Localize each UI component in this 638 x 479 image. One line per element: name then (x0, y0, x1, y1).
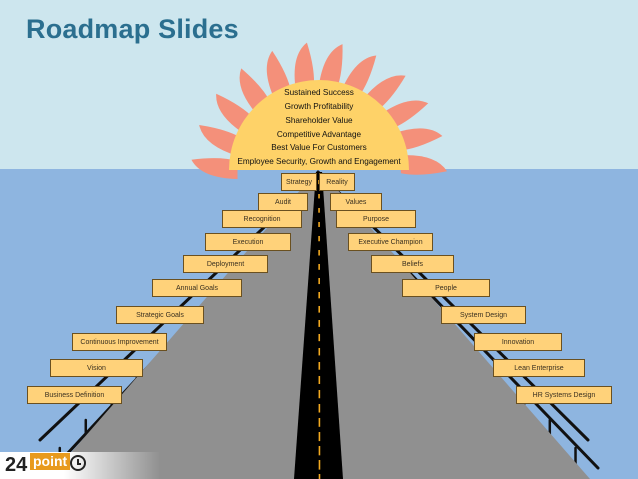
slide-title: Roadmap Slides (26, 14, 239, 44)
road-label-right: Purpose (336, 210, 416, 228)
road-label-right: Reality (319, 173, 355, 191)
sun-ray (399, 155, 447, 175)
road-label-left: Strategy (281, 173, 317, 191)
road-label-right: Values (330, 193, 382, 211)
road-label-left: Recognition (222, 210, 302, 228)
logo-number: 24 (5, 454, 28, 476)
sun-line-employee-security: Employee Security, Growth and Engagement (237, 157, 401, 166)
sun-ray (318, 44, 343, 90)
road-label-left: Deployment (183, 255, 268, 273)
road-label-left: Business Definition (27, 386, 122, 404)
road-label-right: Beliefs (371, 255, 454, 273)
road-label-right: Innovation (474, 333, 562, 351)
road-label-left: Strategic Goals (116, 306, 204, 324)
logo-word: point (30, 453, 71, 470)
road-label-right: HR Systems Design (516, 386, 612, 404)
road-label-left: Audit (258, 193, 308, 211)
sun-line-shareholder-value: Shareholder Value (285, 116, 353, 125)
sun-line-sustained-success: Sustained Success (284, 88, 354, 97)
road-label-right: Executive Champion (348, 233, 433, 251)
brand-logo: 24 point (0, 452, 160, 479)
road-label-left: Annual Goals (152, 279, 242, 297)
road-label-left: Continuous Improvement (72, 333, 167, 351)
road-label-right: People (402, 279, 490, 297)
sun-line-growth-profitability: Growth Profitability (284, 102, 354, 111)
road-label-left: Execution (205, 233, 291, 251)
sun-ray (191, 158, 238, 180)
sun-line-best-value: Best Value For Customers (271, 143, 367, 152)
sun-ray (294, 42, 315, 92)
sun-core (229, 80, 409, 170)
road-label-right: Lean Enterprise (493, 359, 585, 377)
sun-line-competitive-advantage: Competitive Advantage (276, 130, 362, 139)
clock-icon (70, 455, 86, 471)
road-label-left: Vision (50, 359, 143, 377)
road-label-right: System Design (441, 306, 526, 324)
